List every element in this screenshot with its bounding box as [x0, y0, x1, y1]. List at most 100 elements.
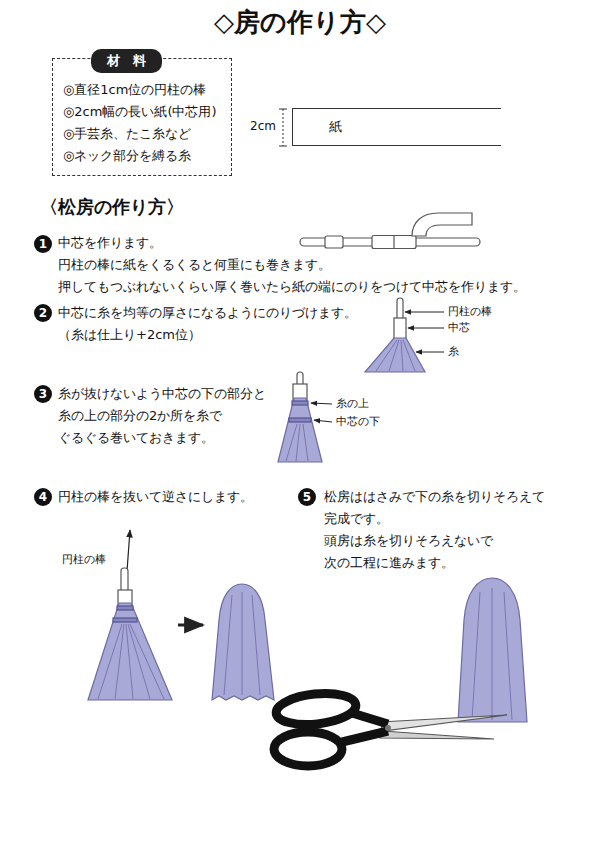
leader-line-part: [314, 420, 332, 422]
finished-tassel-part-part: [504, 592, 512, 720]
step-text: 中芯に糸を均等の厚さになるようにのりづけます。: [58, 305, 357, 321]
tassel-with-rod-part-part: [126, 624, 133, 699]
scissors: [274, 690, 507, 766]
scissors-part: [342, 731, 388, 742]
page-title: ◇房の作り方◇: [0, 6, 600, 39]
node-text: 紙: [329, 109, 501, 145]
tassel-core-part: [394, 318, 406, 340]
step-number: 4: [34, 488, 52, 506]
node-text: ◎2cm幅の長い紙(中芯用): [63, 101, 217, 123]
step-text: ぐるぐる巻いておきます。: [58, 430, 214, 446]
tassel-wrapped-part: [286, 424, 308, 461]
leader-line-part: [408, 328, 444, 329]
step-text: 頭房は糸を切りそろえないで: [324, 533, 493, 549]
step-number: 3: [34, 385, 52, 403]
step-text: 糸の上の部分の2か所を糸で: [58, 408, 222, 424]
part-label: 円柱の棒: [62, 553, 106, 567]
step-text: 次の工程に進みます。: [324, 555, 454, 571]
finished-tassel-part-part: [492, 588, 493, 720]
tassel-wrapped-part: [292, 401, 308, 405]
tassel-core-part: [365, 338, 425, 372]
leader-line: [311, 403, 332, 422]
inverted-tassel: [212, 584, 274, 700]
tassel-wrapped-part: [278, 398, 322, 462]
tassel-with-rod-part: [117, 606, 133, 610]
node-text: 2: [36, 304, 50, 322]
part-label: 糸の上: [336, 397, 369, 411]
materials-heading: 材 料: [91, 49, 162, 73]
rod-with-paper-part: [412, 213, 472, 236]
finished-tassel-part: [472, 588, 512, 720]
node-text: 4: [36, 488, 50, 506]
tassel-core-part-part: [401, 340, 403, 371]
leader-line: [405, 312, 444, 352]
node-text: ◎ネック部分を縛る糸: [63, 145, 217, 167]
tassel-with-rod-part: [88, 603, 172, 700]
tassel-wrapped-part-part: [303, 424, 308, 461]
tassel-core-part-part: [403, 340, 415, 371]
scissors-part: [352, 713, 388, 724]
part-label: 円柱の棒: [448, 305, 492, 319]
dimension-line-part: [279, 109, 287, 110]
rod-with-paper-part: [372, 236, 416, 249]
tassel-core-part: [376, 340, 415, 371]
tassel-core-part-part: [389, 340, 399, 371]
tassel-core: [365, 298, 425, 372]
tassel-with-rod-part: [113, 618, 137, 622]
inverted-tassel-part: [212, 584, 274, 700]
node-text: ◎直径1cm位の円柱の棒: [63, 79, 217, 101]
inverted-tassel-part-part: [224, 595, 232, 695]
node-text: 材 料: [107, 50, 146, 72]
part-label: 糸: [448, 345, 459, 359]
tassel-with-rod-part-part: [115, 624, 124, 699]
rod-with-paper-part: [325, 236, 343, 248]
tassel-with-rod-part-part: [98, 624, 122, 699]
step-text: 円柱の棒に紙をくるくると何重にも巻きます。: [58, 257, 331, 273]
inverted-tassel-part: [224, 592, 260, 695]
node-text: 1: [36, 235, 50, 253]
step-text: 完成です。: [324, 511, 389, 527]
node-text: 5: [300, 488, 314, 506]
step-text: 中芯を作ります。: [58, 235, 162, 251]
rod-with-paper: [300, 213, 480, 249]
paper-strip: 紙: [292, 108, 501, 146]
materials-box: ◎直径1cm位の円柱の棒◎2cm幅の長い紙(中芯用)◎手芸糸、たこ糸など◎ネック…: [52, 58, 232, 176]
finished-tassel-part: [458, 578, 527, 722]
step-text: 円柱の棒を抜いて逆さにします。: [58, 489, 253, 505]
node-text: 3: [36, 385, 50, 403]
step-text: 松房ははさみで下の糸を切りそろえて: [324, 489, 545, 505]
scissors-part: [275, 690, 358, 728]
inverted-tassel-part-part: [242, 592, 243, 695]
leader-line-part: [416, 352, 444, 353]
tassel-with-rod-part-part: [130, 624, 164, 699]
leader-line-part: [405, 312, 444, 313]
scissors-part: [274, 732, 342, 766]
step-text: （糸は仕上り+2cm位）: [58, 327, 201, 343]
section-heading: 〈松房の作り方〉: [40, 196, 184, 219]
dimension-line-part: [279, 146, 287, 147]
scissors-part: [380, 731, 494, 739]
tassel-with-rod-part: [98, 624, 164, 699]
step-text: 押してもつぶれないくらい厚く巻いたら紙の端にのりをつけて中芯を作ります。: [58, 279, 526, 295]
tassel-wrapped-part-part: [286, 424, 297, 461]
step-number: 1: [34, 235, 52, 253]
scissors-part: [385, 725, 391, 731]
inverted-tassel-part-part: [252, 595, 260, 695]
step-arrow: [178, 624, 203, 627]
step-number: 5: [298, 488, 316, 506]
tassel-wrapped: [278, 372, 322, 462]
rod-with-paper-part: [393, 236, 394, 249]
tassel-wrapped-part-part: [296, 424, 300, 461]
finished-tassel: [458, 578, 527, 722]
dimension-line-part: [283, 109, 284, 146]
step-number: 2: [34, 304, 52, 322]
part-label: 中芯の下: [336, 415, 380, 429]
dimension-line: [279, 109, 287, 146]
tassel-wrapped-part: [289, 418, 311, 422]
node-text: ◎手芸糸、たこ糸など: [63, 123, 217, 145]
step-text: 糸が抜けないよう中芯の下の部分と: [58, 386, 266, 402]
dimension-label: 2cm: [250, 119, 276, 134]
finished-tassel-part-part: [472, 592, 480, 720]
scissors-part: [380, 715, 507, 731]
